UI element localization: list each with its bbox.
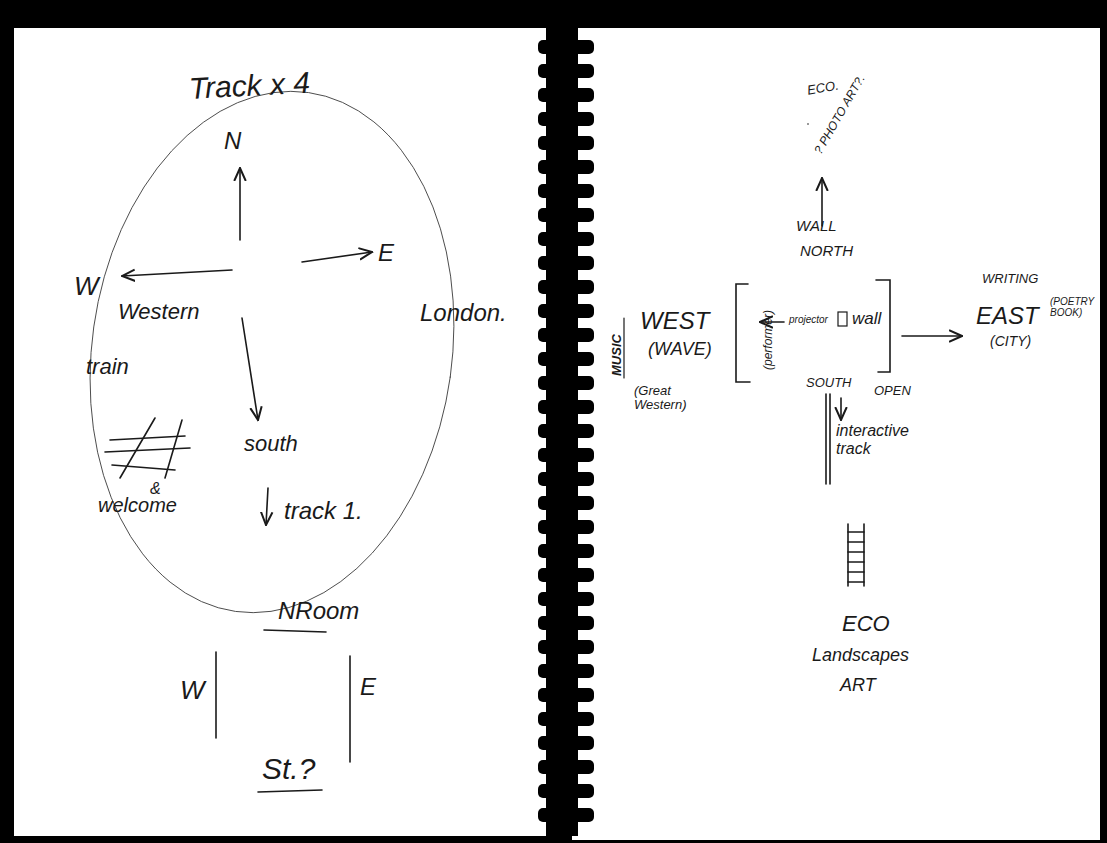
handwritten-note: EAST bbox=[976, 303, 1039, 329]
south-arrow bbox=[242, 318, 258, 420]
track-line bbox=[825, 394, 827, 484]
crossed-symbol bbox=[105, 418, 190, 478]
track-arrow bbox=[266, 488, 268, 525]
handwritten-note: wall bbox=[852, 310, 881, 329]
handwritten-note: Track x 4 bbox=[188, 66, 311, 105]
north-arrow bbox=[239, 168, 241, 240]
divider-line bbox=[349, 656, 351, 762]
handwritten-note: (CITY) bbox=[990, 334, 1031, 349]
track-loop bbox=[57, 67, 486, 636]
east-arrow bbox=[302, 252, 372, 262]
handwritten-note: (WAVE) bbox=[648, 340, 712, 360]
handwritten-note: welcome bbox=[98, 494, 177, 516]
handwritten-note: ART bbox=[840, 676, 876, 696]
west-arrow bbox=[122, 270, 232, 276]
handwritten-note: OPEN bbox=[874, 384, 911, 398]
spiral-binding bbox=[538, 28, 594, 836]
handwritten-note: WALL bbox=[796, 218, 837, 235]
right-page bbox=[572, 28, 1100, 840]
handwritten-note: ECO. bbox=[806, 78, 840, 98]
handwritten-note: Landscapes bbox=[812, 646, 909, 666]
handwritten-note: E bbox=[360, 674, 376, 700]
sketch-lines bbox=[57, 67, 962, 792]
handwritten-note: St.? bbox=[262, 752, 315, 785]
spiral-spine bbox=[552, 28, 578, 836]
handwritten-note: N bbox=[224, 128, 241, 154]
handwritten-note: ECO bbox=[842, 612, 890, 636]
handwritten-note: projector bbox=[789, 314, 828, 325]
handwritten-note: interactive track bbox=[836, 422, 906, 457]
handwritten-note: south bbox=[244, 432, 298, 456]
handwritten-note: E bbox=[378, 240, 394, 266]
underline bbox=[258, 790, 322, 792]
ladder-symbol bbox=[848, 524, 864, 586]
east-arrow bbox=[902, 335, 962, 337]
handwritten-note: MUSIC bbox=[610, 334, 624, 376]
underline bbox=[264, 630, 326, 632]
divider-line bbox=[215, 652, 217, 738]
left-page bbox=[14, 28, 546, 836]
handwritten-note: (POETRY BOOK) bbox=[1050, 296, 1098, 318]
handwritten-note: NRoom bbox=[278, 598, 359, 624]
south-arrow bbox=[840, 398, 842, 420]
bracket bbox=[736, 284, 750, 382]
handwritten-note: train bbox=[86, 355, 129, 379]
handwritten-note: WRITING bbox=[982, 272, 1038, 286]
handwritten-note: WEST bbox=[640, 308, 709, 334]
handwritten-note: Western bbox=[118, 300, 200, 324]
handwritten-note: (Great Western) bbox=[634, 384, 716, 413]
handwritten-note: NORTH bbox=[800, 243, 853, 260]
handwritten-note: track 1. bbox=[284, 498, 363, 524]
handwritten-note: London. bbox=[420, 300, 507, 326]
track-line bbox=[829, 394, 831, 484]
handwritten-note: W bbox=[74, 272, 99, 301]
projector-box bbox=[838, 312, 847, 326]
handwritten-note: (performer) bbox=[762, 310, 775, 370]
handwritten-note: W bbox=[180, 676, 205, 705]
handwritten-note: SOUTH bbox=[806, 376, 852, 390]
